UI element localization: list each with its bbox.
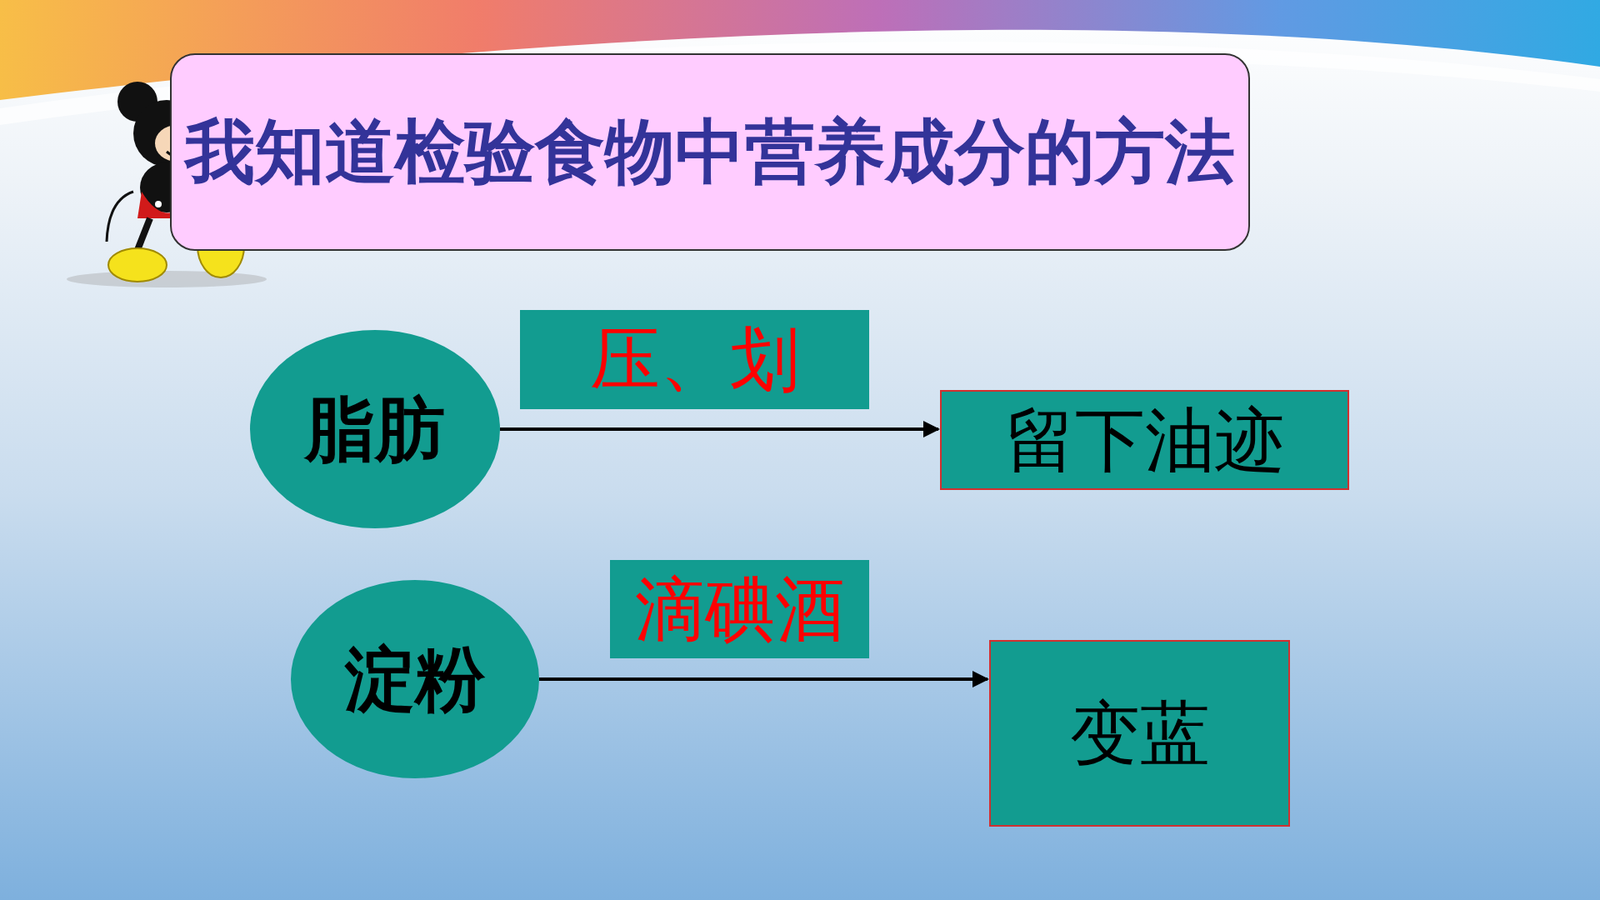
- ellipse-node: 脂肪: [250, 330, 500, 529]
- node-label: 脂肪: [305, 389, 445, 470]
- node-label: 滴碘酒: [635, 569, 845, 650]
- node-label: 我知道检验食物中营养成分的方法: [185, 111, 1235, 193]
- arrow-connector: [539, 677, 988, 681]
- node-label: 压、划: [590, 319, 800, 400]
- node-label: 留下油迹: [1005, 400, 1285, 481]
- result-box: 留下油迹: [940, 390, 1350, 490]
- node-label: 淀粉: [345, 639, 485, 720]
- speech-bubble: 我知道检验食物中营养成分的方法: [170, 53, 1250, 251]
- node-label: 变蓝: [1070, 693, 1210, 775]
- method-box: 压、划: [520, 310, 870, 410]
- method-box: 滴碘酒: [610, 560, 870, 659]
- arrow-connector: [500, 427, 939, 431]
- result-box: 变蓝: [989, 640, 1290, 827]
- ellipse-node: 淀粉: [290, 580, 540, 779]
